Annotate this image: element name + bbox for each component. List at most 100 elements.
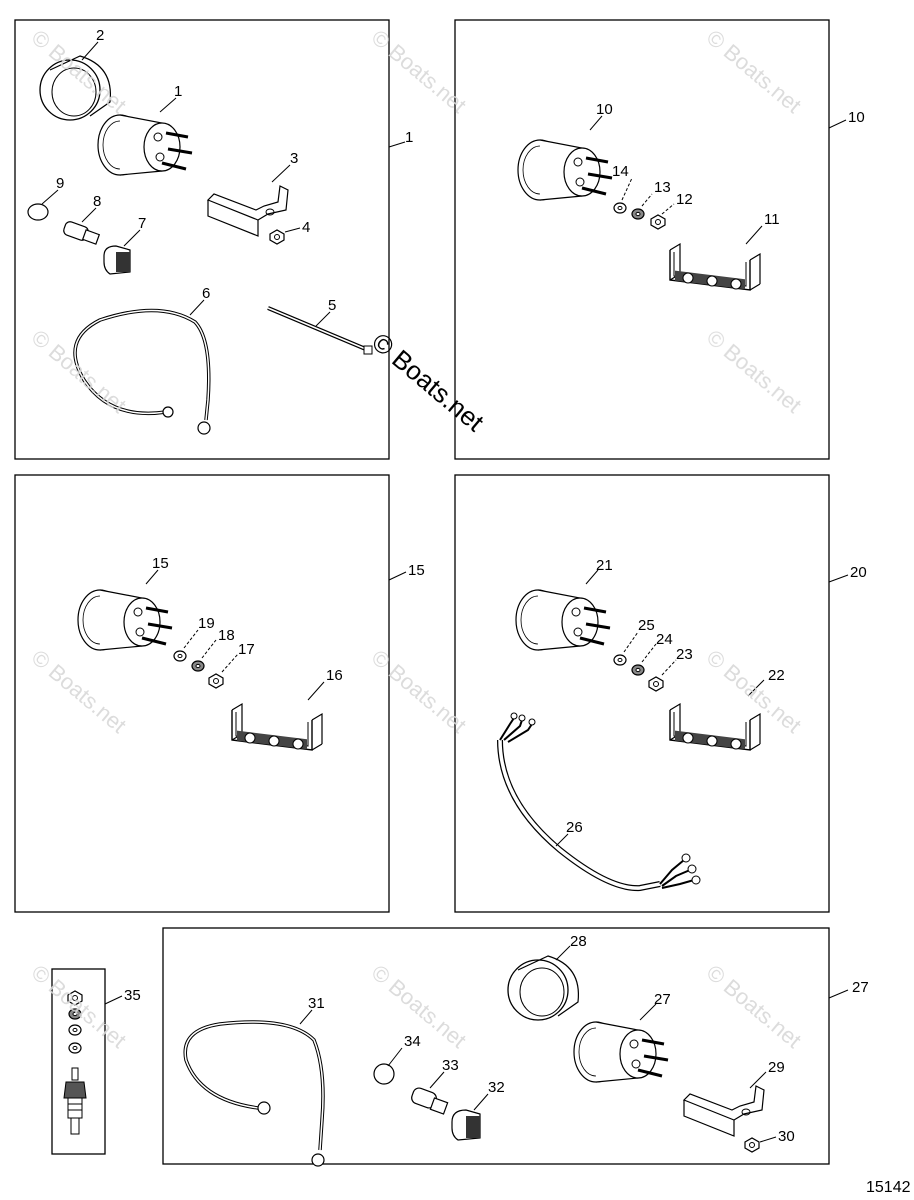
leader-line xyxy=(639,1003,657,1021)
panel-label: 15 xyxy=(408,562,425,579)
nut-part xyxy=(648,676,664,692)
leader-line xyxy=(589,115,603,131)
callout-29: 29 xyxy=(768,1059,785,1076)
leader-line xyxy=(555,833,569,847)
leader-line xyxy=(661,659,677,676)
callout-6: 6 xyxy=(202,285,210,302)
leader-line xyxy=(661,203,675,215)
gauge-part xyxy=(572,1020,670,1084)
wiring-harness-part xyxy=(497,712,701,892)
leader-line xyxy=(388,141,406,148)
watermark: © Boats.net xyxy=(702,25,806,118)
bulb-part xyxy=(373,1063,395,1085)
leader-line xyxy=(828,574,849,583)
leader-line xyxy=(828,989,849,999)
panel-frame xyxy=(454,474,830,913)
leader-line xyxy=(749,1071,767,1089)
leader-line xyxy=(585,569,599,585)
callout-17: 17 xyxy=(238,641,255,658)
callout-33: 33 xyxy=(442,1057,459,1074)
callout-15: 15 xyxy=(152,555,169,572)
leader-line xyxy=(315,311,331,327)
leader-line xyxy=(828,119,847,129)
leader-line xyxy=(641,643,657,663)
leader-line xyxy=(623,631,639,653)
panel-kit-27: 27 28 27 29 30 31 34 33 xyxy=(162,927,869,1167)
washer-part xyxy=(68,1024,82,1036)
callout-11: 11 xyxy=(764,211,780,228)
watermark: © Boats.net xyxy=(27,645,131,738)
leader-line xyxy=(299,1009,313,1025)
leader-line xyxy=(747,679,765,697)
lock-washer-part xyxy=(191,660,205,672)
leader-line xyxy=(307,681,325,701)
gauge-part xyxy=(516,138,614,202)
leader-line xyxy=(555,945,571,961)
callout-30: 30 xyxy=(778,1128,795,1145)
leader-line xyxy=(189,299,205,316)
leader-line xyxy=(621,177,633,201)
watermark: © Boats.net xyxy=(702,325,806,418)
nut-part xyxy=(744,1137,760,1153)
watermark: © Boats.net xyxy=(27,960,131,1053)
leader-line xyxy=(159,97,177,113)
watermark-layer: © Boats.net © Boats.net © Boats.net © Bo… xyxy=(27,25,806,1053)
leader-line xyxy=(81,207,97,223)
callout-14: 14 xyxy=(612,163,629,180)
panel-label: 10 xyxy=(848,109,865,126)
callout-32: 32 xyxy=(488,1079,505,1096)
panel-kit-1: 1 2 1 3 4 9 8 7 xyxy=(14,19,413,460)
panel-frame xyxy=(14,474,390,913)
watermark: © Boats.net xyxy=(702,960,806,1053)
u-bracket-part xyxy=(669,703,761,751)
ground-wire-part xyxy=(183,1020,325,1167)
leader-line xyxy=(81,41,99,61)
lock-washer-part xyxy=(631,208,645,220)
leader-line xyxy=(41,189,59,205)
callout-9: 9 xyxy=(56,175,64,192)
callout-27: 27 xyxy=(654,991,671,1008)
bulb-part xyxy=(27,203,49,221)
gauge-part xyxy=(96,113,194,177)
u-bracket-part xyxy=(231,703,323,751)
panel-label: 27 xyxy=(852,979,869,996)
panel-kit-35: 35 xyxy=(51,968,141,1155)
panel-label: 20 xyxy=(850,564,867,581)
watermark: © Boats.net xyxy=(702,645,806,738)
callout-24: 24 xyxy=(656,631,673,648)
leader-line xyxy=(123,229,141,247)
washer-part xyxy=(173,650,187,662)
leader-line xyxy=(221,653,239,673)
callout-5: 5 xyxy=(328,297,336,314)
callout-22: 22 xyxy=(768,667,785,684)
callout-10: 10 xyxy=(596,101,613,118)
callout-25: 25 xyxy=(638,617,655,634)
bracket-part xyxy=(207,185,289,237)
callout-7: 7 xyxy=(138,215,146,232)
u-bracket-part xyxy=(669,243,761,291)
washer-part xyxy=(68,1042,82,1054)
leader-line xyxy=(201,639,217,659)
figure-number: 15142 xyxy=(866,1179,911,1196)
lock-washer-part xyxy=(631,664,645,676)
leader-line xyxy=(271,164,291,183)
callout-2: 2 xyxy=(96,27,104,44)
callout-3: 3 xyxy=(290,150,298,167)
panel-kit-15: 15 15 19 18 17 16 xyxy=(14,474,425,913)
leader-line xyxy=(745,225,763,245)
callout-8: 8 xyxy=(93,193,101,210)
callout-1: 1 xyxy=(174,83,182,100)
leader-line xyxy=(284,227,301,233)
washer-part xyxy=(613,654,627,666)
callout-21: 21 xyxy=(596,557,613,574)
panel-kit-20: 20 21 25 24 23 22 26 xyxy=(454,474,867,913)
callout-23: 23 xyxy=(676,646,693,663)
leader-line xyxy=(429,1071,445,1089)
nut-part xyxy=(269,229,285,245)
callout-34: 34 xyxy=(404,1033,421,1050)
callout-26: 26 xyxy=(566,819,583,836)
center-watermark: © Boats.net xyxy=(366,327,490,438)
callout-19: 19 xyxy=(198,615,215,632)
panel-frame xyxy=(454,19,830,460)
